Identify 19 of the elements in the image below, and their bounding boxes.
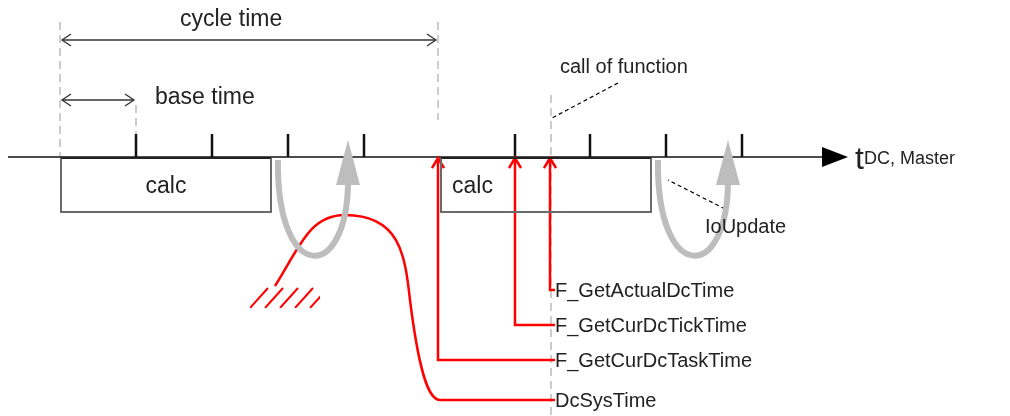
box-label: calc xyxy=(452,171,493,199)
ground-symbol xyxy=(250,286,320,308)
annotation-text: call of function xyxy=(560,52,688,80)
function-label: F_GetCurDcTickTime xyxy=(555,311,747,339)
dimension-label: cycle time xyxy=(180,5,283,32)
arrow xyxy=(542,156,558,292)
leader-line xyxy=(667,179,726,210)
arrow xyxy=(430,156,555,362)
function-label: F_GetActualDcTime xyxy=(555,276,735,304)
leader-line xyxy=(551,82,619,119)
box-label: calc xyxy=(145,171,187,199)
signal-curve xyxy=(273,213,555,402)
annotation-text: IoUpdate xyxy=(705,212,787,240)
dimension-label: base time xyxy=(155,83,255,110)
arrow xyxy=(507,156,555,327)
function-label: F_GetCurDcTaskTime xyxy=(555,346,753,374)
process-box xyxy=(440,157,652,213)
variable-label: DcSysTime xyxy=(555,386,657,414)
process-box xyxy=(60,157,272,213)
